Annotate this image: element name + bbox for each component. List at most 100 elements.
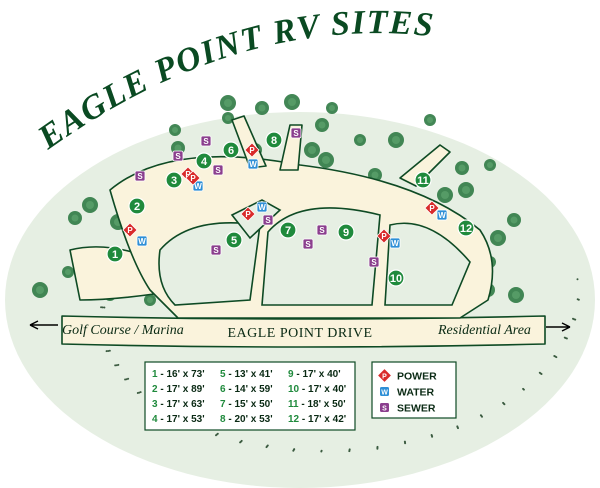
site-size-entry: 5 - 13' x 41' xyxy=(220,369,273,380)
tree-icon-center xyxy=(427,117,433,123)
svg-text:S: S xyxy=(203,137,209,146)
site-marker-6[interactable]: 6 xyxy=(222,141,240,159)
ground-dot xyxy=(125,378,128,381)
tree-icon-center xyxy=(494,234,502,242)
svg-text:S: S xyxy=(305,240,311,249)
svg-text:S: S xyxy=(371,258,377,267)
utility-sewer-icon: S xyxy=(290,127,302,139)
utility-water-icon: W xyxy=(389,237,401,249)
tree-icon-center xyxy=(225,115,231,121)
svg-text:P: P xyxy=(190,174,196,183)
ground-dot xyxy=(522,387,525,390)
road-label-right: Residential Area xyxy=(437,323,531,338)
ground-dot xyxy=(563,336,566,339)
site-size-entry: 4 - 17' x 53' xyxy=(152,414,205,425)
site-size-entry: 9 - 17' x 40' xyxy=(288,369,341,380)
site-marker-label: 9 xyxy=(343,227,349,239)
tree-icon-center xyxy=(487,162,493,168)
site-marker-label: 1 xyxy=(112,249,118,261)
utility-sewer-icon: S xyxy=(210,244,222,256)
site-marker-label: 10 xyxy=(390,273,402,285)
tree-icon-center xyxy=(462,186,470,194)
site-marker-1[interactable]: 1 xyxy=(106,245,124,263)
site-marker-4[interactable]: 4 xyxy=(195,152,213,170)
svg-text:P: P xyxy=(127,226,133,235)
utility-water-icon: W xyxy=(247,158,259,170)
ground-dot xyxy=(114,364,117,367)
utility-power-icon: P xyxy=(185,170,201,186)
site-marker-label: 12 xyxy=(460,223,472,235)
utility-water-icon: W xyxy=(256,201,268,213)
ground-dot xyxy=(572,317,574,320)
ground-dot xyxy=(124,378,127,381)
sewer-icon xyxy=(380,403,389,412)
ground-dot xyxy=(430,434,433,436)
site-size-entry: 1 - 16' x 73' xyxy=(152,369,205,380)
road-spur-nw xyxy=(231,115,267,169)
site-marker-11[interactable]: 11 xyxy=(414,171,432,189)
ground-dot xyxy=(101,306,104,309)
svg-text:S: S xyxy=(215,166,221,175)
tree-icon-center xyxy=(258,104,266,112)
site-marker-8[interactable]: 8 xyxy=(265,131,283,149)
ground-dot xyxy=(576,278,579,281)
tree-icon-center xyxy=(458,164,466,172)
site-size-entry: 3 - 17' x 63' xyxy=(152,399,205,410)
svg-text:W: W xyxy=(438,211,446,220)
site-size-entry: 7 - 15' x 50' xyxy=(220,399,273,410)
site-marker-label: 2 xyxy=(134,201,140,213)
site-size-entry: 10 - 17' x 40' xyxy=(288,384,346,395)
site-size-entry: 12 - 17' x 42' xyxy=(288,414,346,425)
tree-icon-center xyxy=(510,216,518,224)
svg-text:P: P xyxy=(185,170,191,179)
site-marker-9[interactable]: 9 xyxy=(337,223,355,241)
site-marker-label: 8 xyxy=(271,135,277,147)
ground-dot xyxy=(240,439,243,442)
site-marker-12[interactable]: 12 xyxy=(457,219,475,237)
tree-icon-center xyxy=(288,98,296,106)
ground-dot xyxy=(107,350,110,352)
svg-text:W: W xyxy=(194,182,202,191)
tree-icon-center xyxy=(357,137,363,143)
svg-text:P: P xyxy=(381,232,387,241)
tree-icon-center xyxy=(71,214,79,222)
site-marker-7[interactable]: 7 xyxy=(279,221,297,239)
svg-text:S: S xyxy=(137,172,143,181)
utility-sewer-icon: S xyxy=(212,164,224,176)
utility-power-icon: P xyxy=(244,142,260,158)
island-center xyxy=(261,207,381,306)
svg-text:P: P xyxy=(429,204,435,213)
svg-text:W: W xyxy=(391,239,399,248)
site-marker-label: 5 xyxy=(231,235,237,247)
arrow-left-icon xyxy=(29,320,58,330)
utility-power-icon: P xyxy=(122,222,138,238)
ground-dot xyxy=(479,414,482,417)
legend-label: SEWER xyxy=(397,403,436,415)
site-marker-3[interactable]: 3 xyxy=(165,171,183,189)
site-size-entry: 2 - 17' x 89' xyxy=(152,384,205,395)
site-size-entry: 6 - 14' x 59' xyxy=(220,384,273,395)
ground-dot xyxy=(576,298,579,301)
svg-text:S: S xyxy=(293,129,299,138)
site-marker-label: 11 xyxy=(417,175,429,187)
utility-water-icon: W xyxy=(436,209,448,221)
site-marker-5[interactable]: 5 xyxy=(225,231,243,249)
utility-sewer-icon: S xyxy=(134,170,146,182)
svg-text:S: S xyxy=(319,226,325,235)
site-marker-label: 3 xyxy=(171,175,177,187)
tree-icon-center xyxy=(329,105,335,111)
utility-sewer-icon: S xyxy=(302,238,314,250)
site-marker-2[interactable]: 2 xyxy=(128,197,146,215)
site-marker-10[interactable]: 10 xyxy=(387,269,405,287)
svg-text:S: S xyxy=(382,406,387,413)
ground-dot xyxy=(108,349,111,352)
tree-icon-center xyxy=(147,297,153,303)
tree-icon-center xyxy=(318,121,326,129)
island-top xyxy=(230,199,282,240)
utility-power-icon: P xyxy=(376,228,392,244)
utility-power-icon: P xyxy=(424,200,440,216)
